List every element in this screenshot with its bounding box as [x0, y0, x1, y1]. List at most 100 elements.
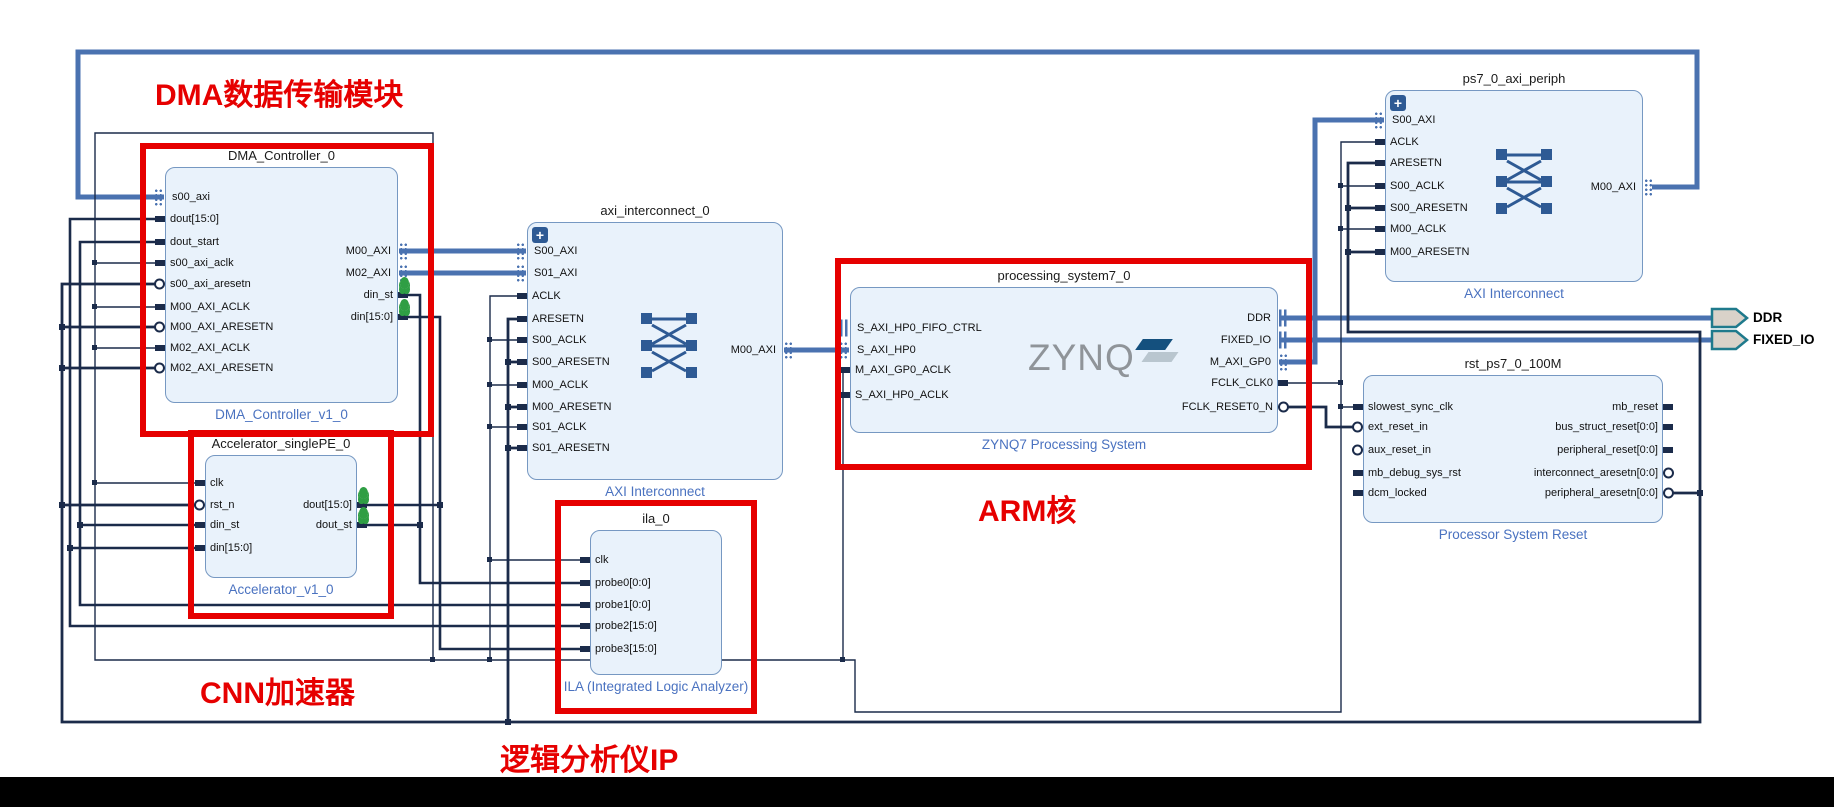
port-m_axi_gp0_aclk[interactable]: M_AXI_GP0_ACLK	[840, 362, 951, 378]
port-rst_n[interactable]: rst_n	[194, 497, 234, 513]
port-terminal[interactable]	[1375, 205, 1385, 211]
port-s01_aresetn[interactable]: S01_ARESETN	[517, 440, 610, 456]
block-body[interactable]	[1363, 375, 1663, 523]
port-terminal[interactable]	[1279, 331, 1288, 349]
port-terminal[interactable]	[580, 580, 590, 586]
port-s_axi_hp0_aclk[interactable]: S_AXI_HP0_ACLK	[840, 387, 949, 403]
port-terminal[interactable]	[155, 216, 165, 222]
port-aux_reset_in[interactable]: aux_reset_in	[1352, 442, 1431, 458]
data-wires[interactable]	[68, 217, 589, 651]
port-din_st[interactable]: din_st	[195, 517, 239, 533]
port-terminal[interactable]	[398, 314, 408, 320]
port-s_axi_hp0[interactable]: S_AXI_HP0	[839, 341, 916, 359]
block-body[interactable]	[850, 287, 1278, 433]
port-aclk[interactable]: ACLK	[1375, 134, 1419, 150]
port-s00_axi_aclk[interactable]: s00_axi_aclk	[155, 255, 234, 271]
port-terminal[interactable]	[1644, 178, 1654, 196]
port-s00_aresetn[interactable]: S00_ARESETN	[517, 354, 610, 370]
fixed-io-port-label[interactable]: FIXED_IO	[1753, 332, 1815, 347]
port-terminal[interactable]	[516, 242, 526, 260]
port-terminal[interactable]	[1353, 404, 1363, 410]
port-probe100[interactable]: probe1[0:0]	[580, 597, 651, 613]
port-terminal[interactable]	[580, 623, 590, 629]
port-dout_start[interactable]: dout_start	[155, 234, 219, 250]
port-terminal[interactable]	[357, 522, 367, 528]
port-s00_axi[interactable]: S00_AXI	[1374, 111, 1435, 129]
port-aresetn[interactable]: ARESETN	[517, 311, 584, 327]
port-dout_st[interactable]: dout_st	[316, 507, 368, 533]
port-dout150[interactable]: dout[15:0]	[303, 487, 368, 513]
port-s00_axi_aresetn[interactable]: s00_axi_aresetn	[154, 276, 251, 292]
port-terminal[interactable]	[154, 278, 165, 290]
port-terminal[interactable]	[155, 345, 165, 351]
external-port-arrows[interactable]	[1710, 307, 1749, 351]
port-m00_aresetn[interactable]: M00_ARESETN	[1375, 244, 1469, 260]
port-terminal[interactable]	[155, 304, 165, 310]
port-terminal[interactable]	[1278, 380, 1288, 386]
port-m00_axi[interactable]: M00_AXI	[346, 242, 409, 260]
port-terminal[interactable]	[517, 404, 527, 410]
port-s01_aclk[interactable]: S01_ACLK	[517, 419, 586, 435]
port-terminal[interactable]	[580, 557, 590, 563]
port-terminal[interactable]	[398, 292, 408, 298]
port-m02_axi[interactable]: M02_AXI	[346, 264, 409, 282]
port-terminal[interactable]	[154, 188, 164, 206]
port-terminal[interactable]	[517, 445, 527, 451]
port-terminal[interactable]	[517, 359, 527, 365]
port-s00_axi[interactable]: s00_axi	[154, 188, 210, 206]
port-terminal[interactable]	[1663, 487, 1674, 499]
port-terminal[interactable]	[399, 264, 409, 282]
port-terminal[interactable]	[195, 545, 205, 551]
port-terminal[interactable]	[1375, 139, 1385, 145]
port-fclk_clk0[interactable]: FCLK_CLK0	[1211, 375, 1288, 391]
port-terminal[interactable]	[839, 341, 849, 359]
port-terminal[interactable]	[1278, 401, 1289, 413]
port-terminal[interactable]	[1279, 309, 1288, 327]
port-m00_aresetn[interactable]: M00_ARESETN	[517, 399, 611, 415]
block-body[interactable]	[165, 167, 398, 403]
port-terminal[interactable]	[399, 242, 409, 260]
port-dout150[interactable]: dout[15:0]	[155, 211, 219, 227]
port-terminal[interactable]	[1352, 421, 1363, 433]
port-probe3150[interactable]: probe3[15:0]	[580, 641, 657, 657]
block-body[interactable]	[527, 222, 783, 480]
port-terminal[interactable]	[195, 522, 205, 528]
port-terminal[interactable]	[194, 499, 205, 511]
port-terminal[interactable]	[840, 392, 850, 398]
port-terminal[interactable]	[517, 424, 527, 430]
port-terminal[interactable]	[1663, 447, 1673, 453]
block-body[interactable]	[1385, 90, 1643, 282]
port-terminal[interactable]	[517, 293, 527, 299]
port-m00_aclk[interactable]: M00_ACLK	[517, 377, 588, 393]
block-body[interactable]	[590, 530, 722, 675]
axi-wires[interactable]	[75, 49, 1712, 365]
port-terminal[interactable]	[1353, 470, 1363, 476]
port-terminal[interactable]	[1279, 353, 1289, 371]
port-m00_aclk[interactable]: M00_ACLK	[1375, 221, 1446, 237]
port-terminal[interactable]	[1374, 111, 1384, 129]
port-m00_axi[interactable]: M00_AXI	[731, 341, 794, 359]
port-ddr[interactable]: DDR	[1247, 309, 1288, 327]
port-s00_aresetn[interactable]: S00_ARESETN	[1375, 200, 1468, 216]
port-terminal[interactable]	[195, 480, 205, 486]
port-terminal[interactable]	[1353, 490, 1363, 496]
expand-button[interactable]	[532, 227, 548, 243]
port-ext_reset_in[interactable]: ext_reset_in	[1352, 419, 1428, 435]
port-terminal[interactable]	[580, 602, 590, 608]
port-terminal[interactable]	[517, 316, 527, 322]
port-terminal[interactable]	[155, 239, 165, 245]
port-probe000[interactable]: probe0[0:0]	[580, 575, 651, 591]
port-interconnect_aresetn00[interactable]: interconnect_aresetn[0:0]	[1534, 465, 1674, 481]
port-m_axi_gp0[interactable]: M_AXI_GP0	[1210, 353, 1289, 371]
port-aresetn[interactable]: ARESETN	[1375, 155, 1442, 171]
port-s00_axi[interactable]: S00_AXI	[516, 242, 577, 260]
port-m02_axi_aresetn[interactable]: M02_AXI_ARESETN	[154, 360, 273, 376]
port-bus_struct_reset00[interactable]: bus_struct_reset[0:0]	[1555, 419, 1673, 435]
port-clk[interactable]: clk	[580, 552, 608, 568]
